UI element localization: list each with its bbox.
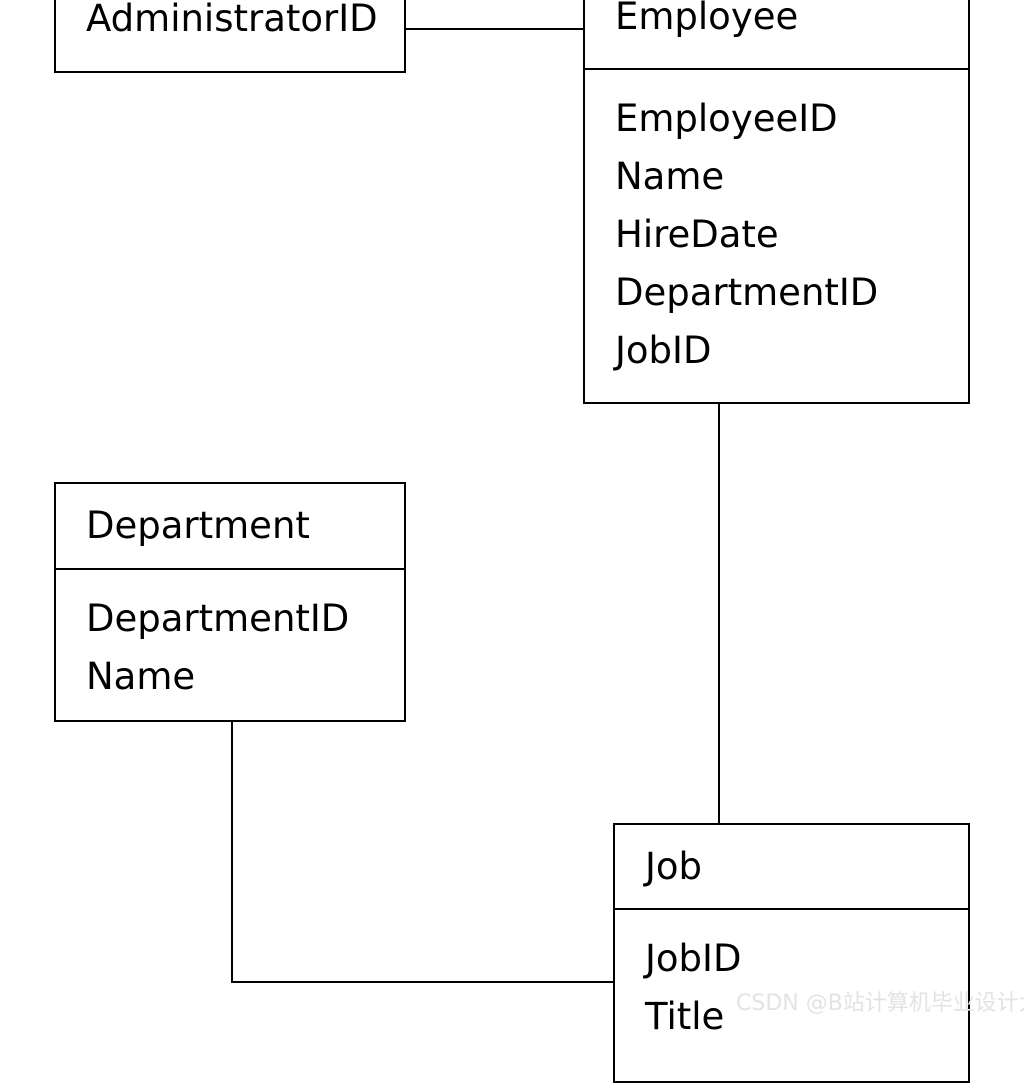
entity-header-administrator: AdministratorID (56, 0, 404, 71)
attribute-row: Name (615, 155, 725, 198)
attribute-row: Name (86, 655, 196, 698)
attribute-row: EmployeeID (615, 97, 838, 140)
watermark-text: CSDN @B站计算机毕业设计大学 (736, 991, 1024, 1016)
er-diagram-canvas: AdministratorID Employee EmployeeID Name… (54, 0, 1024, 1083)
entity-title-job: Job (645, 844, 703, 888)
entity-header-employee: Employee (585, 0, 968, 70)
connector-employee-to-job (718, 402, 720, 825)
attribute-row: JobID (645, 937, 742, 980)
entity-attributes-job: JobID Title (615, 910, 968, 1081)
entity-title-employee: Employee (615, 0, 799, 38)
connector-department-to-job-horizontal (231, 981, 615, 983)
entity-attributes-department: DepartmentID Name (56, 570, 404, 720)
connector-administrator-to-employee (404, 28, 585, 30)
entity-header-department: Department (56, 484, 404, 570)
entity-box-administrator[interactable]: AdministratorID (54, 0, 406, 73)
attribute-row: HireDate (615, 213, 779, 256)
attribute-row: JobID (615, 329, 712, 372)
entity-header-job: Job (615, 825, 968, 910)
entity-title-administrator: AdministratorID (86, 0, 378, 40)
attribute-row: DepartmentID (615, 271, 879, 314)
entity-title-department: Department (86, 504, 310, 547)
entity-box-department[interactable]: Department DepartmentID Name (54, 482, 406, 722)
entity-box-employee[interactable]: Employee EmployeeID Name HireDate Depart… (583, 0, 970, 404)
entity-attributes-employee: EmployeeID Name HireDate DepartmentID Jo… (585, 70, 968, 402)
attribute-row: DepartmentID (86, 597, 350, 640)
entity-box-job[interactable]: Job JobID Title (613, 823, 970, 1083)
connector-department-to-job-vertical (231, 720, 233, 983)
